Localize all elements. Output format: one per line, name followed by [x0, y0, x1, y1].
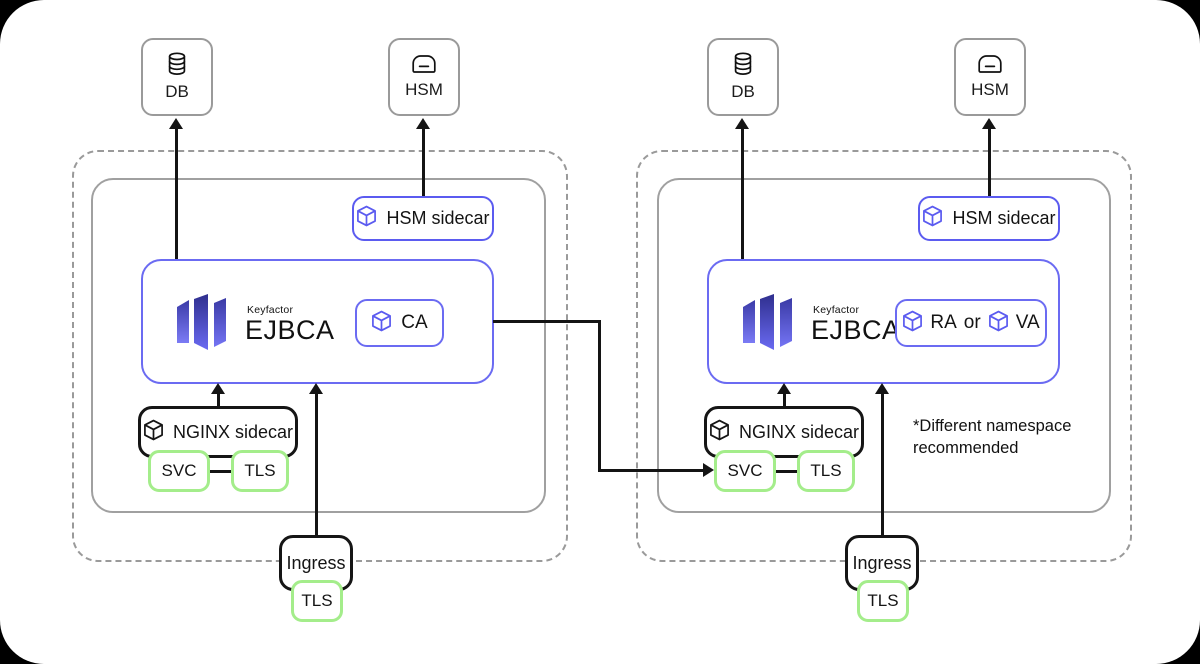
right-ejbca-role-ravA-chip[interactable]: RA or VA [895, 299, 1047, 347]
left-svc-label: SVC [161, 461, 197, 480]
database-icon [166, 52, 188, 81]
left-tls-label: TLS [244, 461, 276, 480]
right-cluster-inner-boundary [657, 178, 1111, 513]
hsm-icon [977, 54, 1003, 79]
left-ingress-to-ejbca-arrowhead [309, 383, 323, 394]
left-ejbca-brand: Keyfactor EJBCA [176, 294, 335, 355]
right-db-node: DB [707, 38, 779, 116]
left-hsm-sidecar-label: HSM sidecar [386, 208, 490, 228]
left-ejbca-role-ca-label: CA [401, 312, 428, 333]
left-ejbca-box: Keyfactor EJBCA CA [141, 259, 494, 384]
left-tls-node[interactable]: TLS [231, 450, 289, 492]
ca-to-ra-link-arrowhead [703, 463, 714, 477]
left-hsmsidecar-to-hsm-line [422, 128, 425, 196]
ca-to-ra-link-horizontal-bottom [598, 469, 704, 472]
database-icon [732, 52, 754, 81]
right-hsmsidecar-to-hsm-line [988, 128, 991, 196]
right-tls-node[interactable]: TLS [797, 450, 855, 492]
right-ejbca-name-label: EJBCA [811, 315, 901, 346]
ejbca-logo-icon [176, 294, 229, 355]
right-svc-tls-connector [766, 470, 808, 473]
right-nginx-to-ejbca-line [783, 394, 786, 414]
right-svc-node[interactable]: SVC [714, 450, 776, 492]
ejbca-logo-icon [742, 294, 795, 355]
left-ingress-tls-node[interactable]: TLS [291, 580, 343, 622]
right-db-label: DB [731, 82, 755, 102]
left-ingress-node[interactable]: Ingress [279, 535, 353, 591]
left-hsm-label: HSM [405, 80, 443, 100]
right-ingress-tls-node[interactable]: TLS [857, 580, 909, 622]
left-nginx-to-ejbca-arrowhead [211, 383, 225, 394]
cube-icon [143, 419, 164, 446]
right-ingress-tls-label: TLS [867, 591, 899, 610]
left-svc-tls-connector [200, 470, 242, 473]
cube-icon [988, 310, 1009, 337]
left-nginx-sidecar-label: NGINX sidecar [172, 421, 294, 442]
left-ejbca-keyfactor-label: Keyfactor [247, 303, 294, 316]
right-ejbca-to-db-arrowhead [735, 118, 749, 129]
right-tls-label: TLS [810, 461, 842, 480]
ca-to-ra-link-vertical [598, 320, 601, 472]
left-ingress-to-ejbca-line [315, 394, 318, 542]
right-svc-label: SVC [727, 461, 763, 480]
left-hsmsidecar-to-hsm-arrowhead [416, 118, 430, 129]
cube-icon [709, 419, 730, 446]
hsm-icon [411, 54, 437, 79]
ca-to-ra-link-horizontal-top [493, 320, 601, 323]
left-nginx-sidecar-node[interactable]: NGINX sidecar [138, 406, 298, 458]
right-nginx-sidecar-label: NGINX sidecar [738, 421, 860, 442]
left-ejbca-to-db-arrowhead [169, 118, 183, 129]
cube-icon [356, 205, 377, 232]
right-ingress-to-ejbca-line [881, 394, 884, 542]
right-hsm-sidecar-label: HSM sidecar [952, 208, 1056, 228]
left-db-node: DB [141, 38, 213, 116]
right-ejbca-role-va-label: VA [1015, 312, 1040, 333]
right-hsm-sidecar-node[interactable]: HSM sidecar [918, 196, 1060, 241]
right-ingress-label: Ingress [852, 552, 912, 573]
left-svc-node[interactable]: SVC [148, 450, 210, 492]
right-ejbca-box: Keyfactor EJBCA RA or VA [707, 259, 1060, 384]
right-ejbca-role-separator: or [963, 312, 981, 333]
left-cluster-inner-boundary [91, 178, 546, 513]
left-ejbca-name-label: EJBCA [245, 315, 335, 346]
left-hsm-node: HSM [388, 38, 460, 116]
left-ingress-label: Ingress [286, 552, 346, 573]
right-hsmsidecar-to-hsm-arrowhead [982, 118, 996, 129]
left-ingress-tls-label: TLS [301, 591, 333, 610]
right-ejbca-to-db-line [741, 128, 744, 260]
left-ejbca-role-ca-chip[interactable]: CA [355, 299, 444, 347]
left-nginx-to-ejbca-line [217, 394, 220, 414]
right-hsm-label: HSM [971, 80, 1009, 100]
right-hsm-node: HSM [954, 38, 1026, 116]
left-hsm-sidecar-node[interactable]: HSM sidecar [352, 196, 494, 241]
left-db-label: DB [165, 82, 189, 102]
right-nginx-to-ejbca-arrowhead [777, 383, 791, 394]
cube-icon [371, 310, 392, 337]
right-ejbca-role-ra-label: RA [930, 312, 957, 333]
different-namespace-note: *Different namespace recommended [913, 417, 1072, 458]
cube-icon [902, 310, 923, 337]
right-nginx-sidecar-node[interactable]: NGINX sidecar [704, 406, 864, 458]
cube-icon [922, 205, 943, 232]
right-ingress-to-ejbca-arrowhead [875, 383, 889, 394]
right-ejbca-keyfactor-label: Keyfactor [813, 303, 860, 316]
right-ejbca-brand: Keyfactor EJBCA [742, 294, 901, 355]
left-ejbca-to-db-line [175, 128, 178, 260]
